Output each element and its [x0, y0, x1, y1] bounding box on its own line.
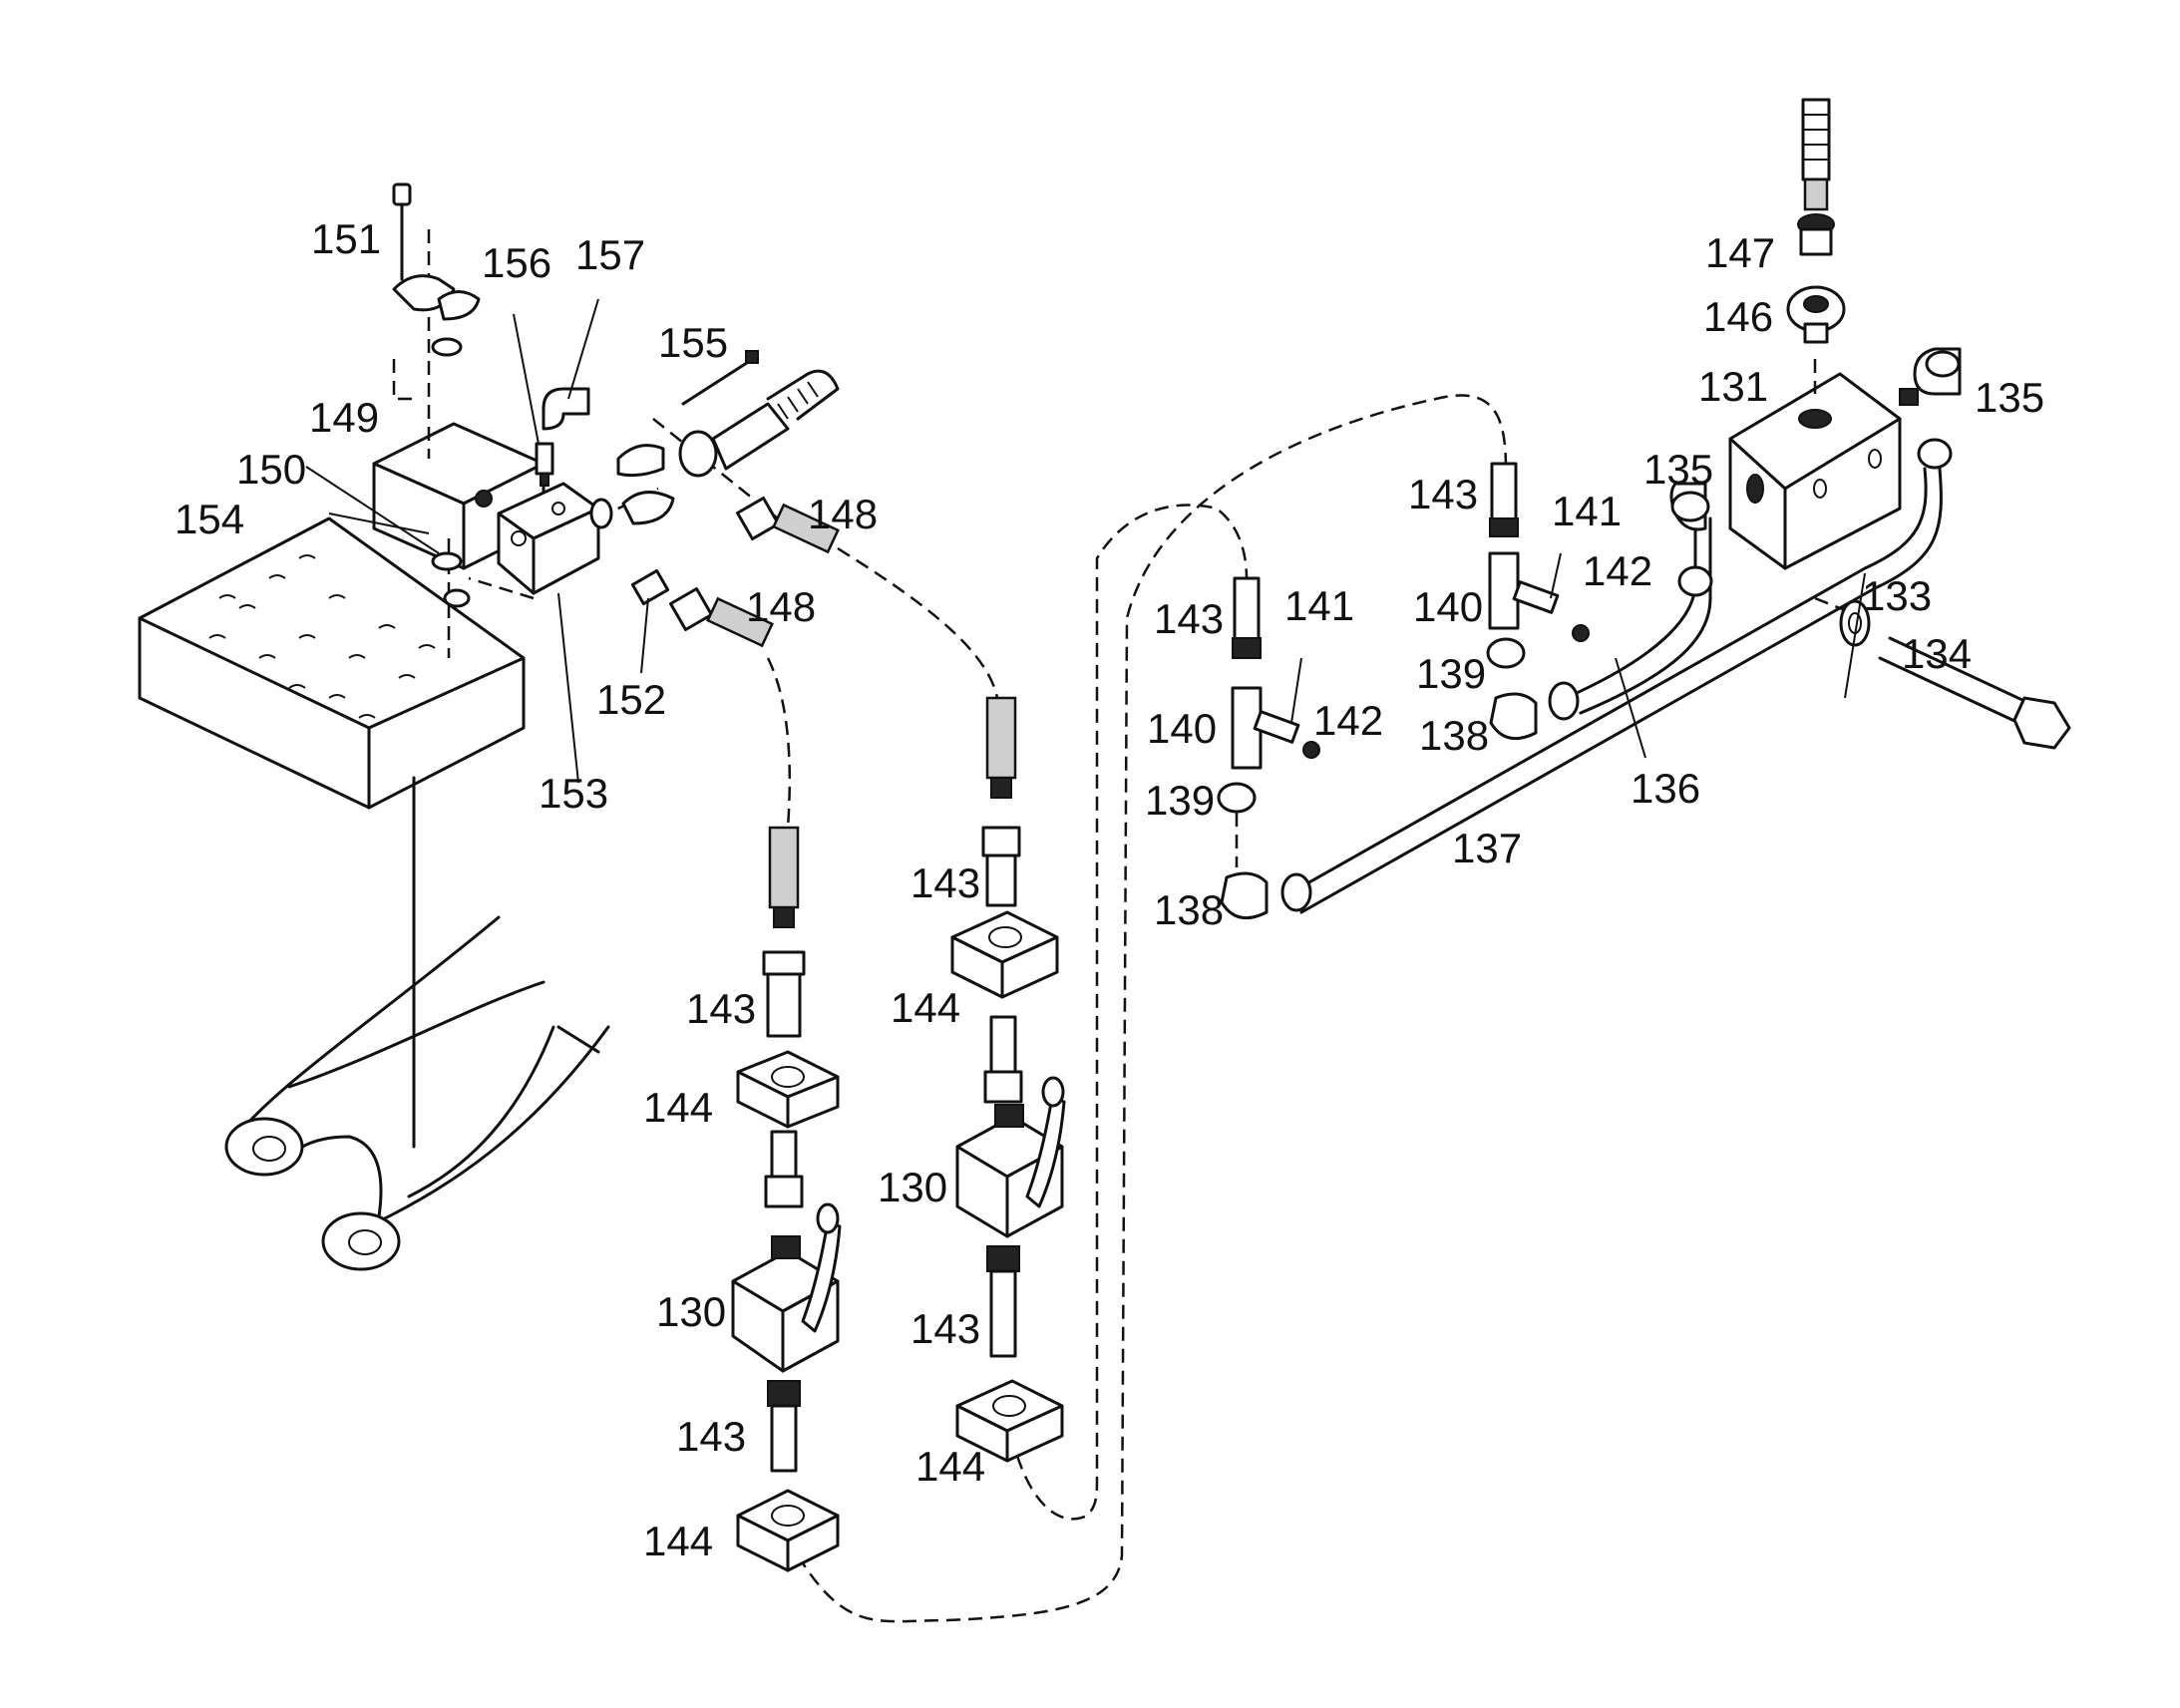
callout-154: 154	[175, 496, 244, 542]
lever-arm	[224, 776, 610, 1271]
callout-138-a: 138	[1154, 886, 1224, 933]
callout-146: 146	[1703, 293, 1773, 340]
hose-end-155	[678, 369, 840, 478]
hose-fitting-148-bottom	[669, 587, 774, 648]
fitting-147-146	[1786, 98, 1846, 344]
clamp-144-c	[950, 910, 1059, 999]
callout-147: 147	[1705, 229, 1775, 276]
callout-157: 157	[575, 231, 645, 278]
callout-152: 152	[596, 676, 666, 723]
callout-155: 155	[658, 319, 728, 366]
callout-135-b: 135	[1975, 374, 2044, 421]
callout-136: 136	[1631, 765, 1700, 812]
elbow-157	[542, 387, 590, 431]
callout-143-c: 143	[910, 859, 980, 906]
callout-130-b: 130	[878, 1164, 947, 1210]
fitting-152	[630, 568, 670, 606]
elbow-135-right	[1899, 347, 1962, 406]
callout-140-a: 140	[1147, 705, 1217, 752]
leader-lines	[305, 298, 1866, 784]
callout-151: 151	[311, 215, 381, 262]
valve-130-b	[955, 1076, 1066, 1238]
pipe-137	[1280, 566, 1877, 914]
clamp-144-b	[736, 1489, 840, 1572]
callout-153: 153	[539, 770, 608, 817]
fitting-156	[535, 442, 554, 487]
pipe-135-line	[1863, 438, 1953, 590]
elbow-135-left	[1669, 482, 1710, 531]
manifold-plate	[138, 516, 526, 810]
callout-148-a: 148	[808, 491, 878, 537]
callout-143-d: 143	[910, 1305, 980, 1352]
callout-140-b: 140	[1413, 583, 1483, 630]
callout-139-a: 139	[1145, 777, 1215, 824]
clamp-halves	[392, 274, 481, 608]
callout-131: 131	[1698, 363, 1768, 410]
callout-138-b: 138	[1419, 712, 1489, 759]
callout-148-b: 148	[746, 583, 816, 630]
callout-139-b: 139	[1416, 650, 1486, 697]
callouts: 151 156 157 155 149 150 154 148 148 152 …	[175, 215, 2044, 1564]
callout-142-a: 142	[1313, 697, 1383, 744]
bolt-151	[392, 182, 412, 281]
valve-column-right	[950, 696, 1066, 1463]
callout-149: 149	[309, 394, 379, 441]
callout-144-b: 144	[643, 1518, 713, 1564]
callout-130-a: 130	[656, 1288, 726, 1335]
callout-144-c: 144	[891, 984, 960, 1031]
callout-142-b: 142	[1583, 547, 1652, 594]
callout-143-f: 143	[1408, 471, 1478, 517]
clamp-144-d	[955, 1379, 1064, 1463]
long-hose-route	[796, 394, 1508, 1623]
callout-143-e: 143	[1154, 595, 1224, 642]
callout-150: 150	[236, 446, 306, 493]
callout-144-d: 144	[915, 1443, 985, 1490]
callout-133: 133	[1862, 572, 1932, 619]
middle-hose-route	[1015, 504, 1249, 1521]
bolt-134	[1814, 596, 2071, 750]
callout-135-a: 135	[1643, 446, 1713, 493]
hose-fitting-148-top	[736, 497, 840, 554]
callout-134: 134	[1902, 630, 1972, 677]
callout-143-b: 143	[676, 1413, 746, 1460]
valve-130-a	[731, 1202, 842, 1373]
callout-156: 156	[482, 239, 551, 286]
callout-141-b: 141	[1552, 488, 1622, 534]
callout-141-a: 141	[1284, 582, 1354, 629]
block-131	[1728, 359, 1902, 570]
block-153	[497, 482, 600, 595]
callout-137: 137	[1452, 825, 1522, 871]
pin-155	[681, 350, 759, 406]
pipe-136	[1548, 516, 1713, 721]
clamp-144-a	[736, 1050, 840, 1129]
valve-column-left	[731, 826, 842, 1572]
callout-144-a: 144	[643, 1084, 713, 1131]
hose-line-upper	[837, 546, 999, 699]
tee-assembly-lower	[1217, 576, 1320, 920]
callout-143-a: 143	[686, 985, 756, 1032]
clamp-right	[589, 444, 675, 529]
hose-line-lower	[766, 657, 792, 829]
tee-assembly-upper	[1486, 462, 1590, 741]
